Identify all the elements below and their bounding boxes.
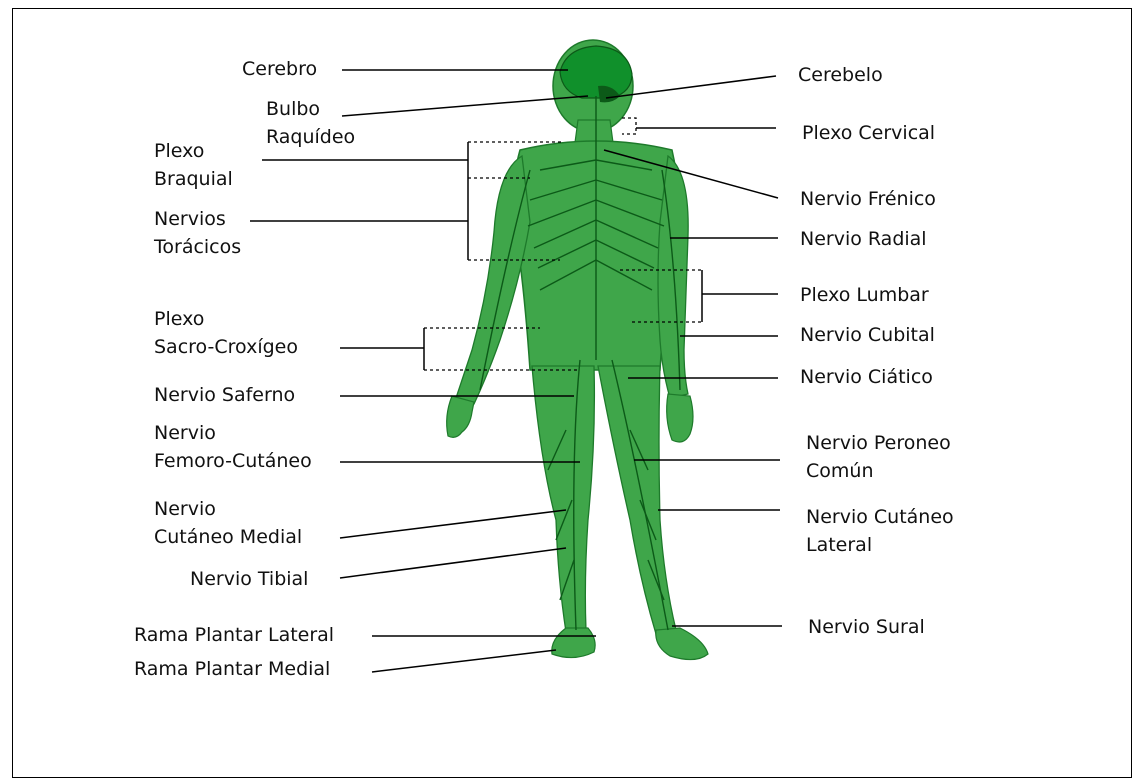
- label-plexo-braquial-line2: Braquial: [154, 166, 233, 192]
- label-nervio-radial: Nervio Radial: [800, 226, 927, 252]
- label-nervios-toracicos-line1: Nervios: [154, 206, 226, 232]
- label-nervio-ciatico: Nervio Ciático: [800, 364, 933, 390]
- label-femoro-line1: Nervio: [154, 420, 216, 446]
- label-nervio-sural: Nervio Sural: [808, 614, 925, 640]
- leader-tibial: [340, 548, 566, 578]
- leg-right: [598, 366, 676, 634]
- arm-left: [456, 156, 530, 404]
- label-nervio-saferno: Nervio Saferno: [154, 382, 295, 408]
- label-nervio-tibial: Nervio Tibial: [190, 566, 308, 592]
- human-body-figure: [447, 40, 708, 660]
- label-plexo-sacro-line1: Plexo: [154, 306, 204, 332]
- label-bulbo-line1: Bulbo: [266, 96, 320, 122]
- hand-right: [667, 394, 693, 442]
- label-peroneo-line1: Nervio Peroneo: [806, 430, 951, 456]
- label-nervio-frenico: Nervio Frénico: [800, 186, 936, 212]
- label-bulbo-line2: Raquídeo: [266, 124, 355, 150]
- label-peroneo-line2: Común: [806, 458, 873, 484]
- foot-right: [656, 628, 708, 660]
- label-cerebro: Cerebro: [242, 56, 317, 82]
- label-plexo-lumbar: Plexo Lumbar: [800, 282, 929, 308]
- torso: [513, 141, 677, 370]
- brain: [560, 46, 632, 98]
- label-cutaneo-lateral-line1: Nervio Cutáneo: [806, 504, 954, 530]
- label-nervios-toracicos-line2: Torácicos: [154, 234, 241, 260]
- label-cutaneo-lateral-line2: Lateral: [806, 532, 872, 558]
- leader-rama-medial: [372, 650, 556, 672]
- foot-left: [552, 628, 595, 658]
- label-cutaneo-medial-line1: Nervio: [154, 496, 216, 522]
- bracket-cervical: [622, 118, 636, 134]
- label-cerebelo: Cerebelo: [798, 62, 883, 88]
- label-plexo-braquial-line1: Plexo: [154, 138, 204, 164]
- label-plexo-cervical: Plexo Cervical: [802, 120, 935, 146]
- label-rama-plantar-lateral: Rama Plantar Lateral: [134, 622, 334, 648]
- hand-left: [447, 396, 474, 437]
- label-plexo-sacro-line2: Sacro-Croxígeo: [154, 334, 298, 360]
- leader-bulbo: [342, 96, 588, 116]
- label-femoro-line2: Femoro-Cutáneo: [154, 448, 312, 474]
- leader-cutaneo-medial: [340, 510, 566, 538]
- label-cutaneo-medial-line2: Cutáneo Medial: [154, 524, 302, 550]
- label-nervio-cubital: Nervio Cubital: [800, 322, 935, 348]
- label-rama-plantar-medial: Rama Plantar Medial: [134, 656, 330, 682]
